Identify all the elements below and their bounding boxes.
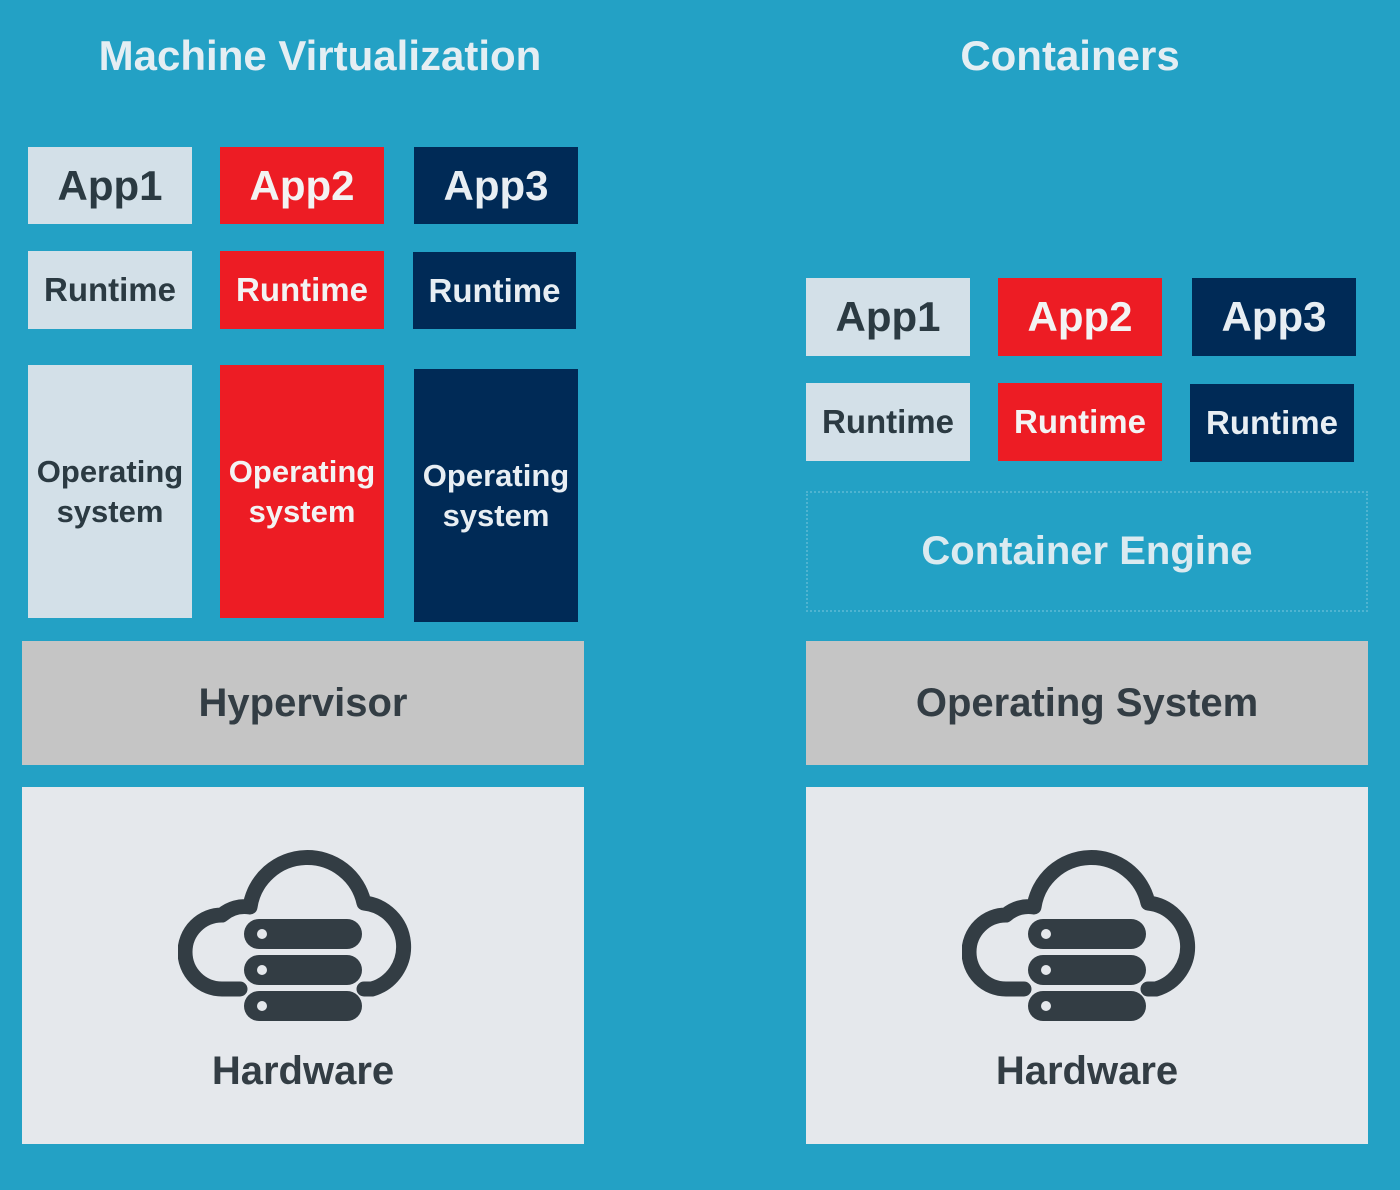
ct-hardware-layer: Hardware — [806, 787, 1368, 1144]
containers-title: Containers — [960, 32, 1180, 79]
hypervisor-layer: Hypervisor — [22, 641, 584, 765]
vm-title: Machine Virtualization — [98, 32, 542, 79]
vm-os1-box: Operating system — [28, 365, 192, 618]
ct-app1-box: App1 — [806, 278, 970, 356]
ct-runtime1-box: Runtime — [806, 383, 970, 461]
vm-runtime2-box: Runtime — [220, 251, 384, 329]
vm-app2-box: App2 — [220, 147, 384, 224]
ct-hardware-label: Hardware — [995, 1049, 1179, 1093]
ct-app3-box: App3 — [1192, 278, 1356, 356]
container-engine-layer: Container Engine — [806, 491, 1368, 612]
vm-app1-box: App1 — [28, 147, 192, 224]
vm-hardware-layer: Hardware — [22, 787, 584, 1144]
vm-os2-box: Operating system — [220, 365, 384, 618]
ct-runtime2-box: Runtime — [998, 383, 1162, 461]
host-os-layer: Operating System — [806, 641, 1368, 765]
vm-runtime1-box: Runtime — [28, 251, 192, 329]
ct-app2-box: App2 — [998, 278, 1162, 356]
vm-hardware-label: Hardware — [211, 1049, 395, 1093]
ct-runtime3-box: Runtime — [1190, 384, 1354, 462]
vm-runtime3-box: Runtime — [413, 252, 576, 329]
cloud-server-icon — [178, 850, 412, 1021]
vm-app3-box: App3 — [414, 147, 578, 224]
cloud-server-icon — [962, 850, 1196, 1021]
vm-os3-box: Operating system — [414, 369, 578, 622]
